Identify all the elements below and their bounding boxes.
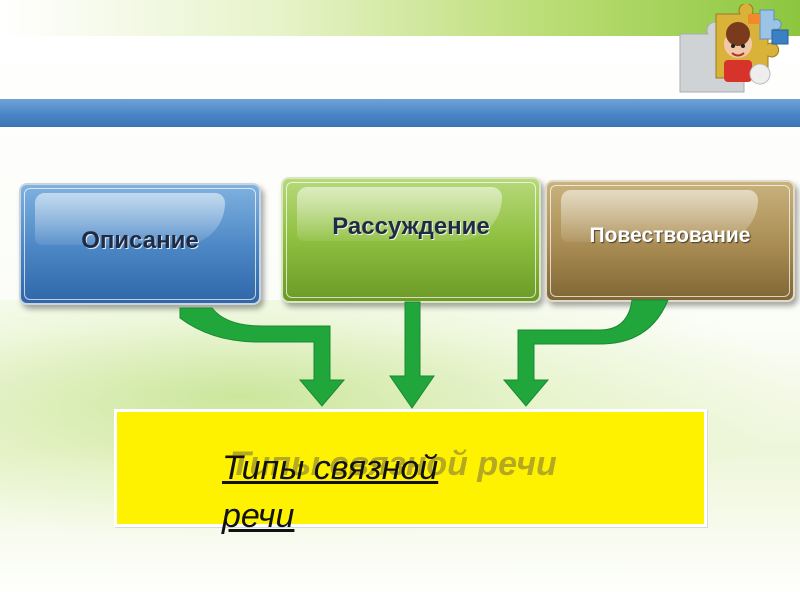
box-povestvovanie: Повествование [545,180,795,302]
arrow-right [502,299,669,407]
box-rassuzhdenie: Рассуждение [281,177,541,303]
top-gradient-band [0,0,800,36]
arrow-left [179,307,346,407]
target-box [114,409,707,527]
box-label-povestvovanie: Повествование [589,224,751,247]
box-gloss [561,190,758,242]
target-title-shadow: Типы связной речи [230,445,557,483]
box-label-rassuzhdenie: Рассуждение [332,213,490,240]
box-label-opisanie: Описание [81,227,199,254]
box-opisanie: Описание [19,183,261,305]
box-gloss [297,187,502,241]
arrow-center [389,301,435,409]
blue-header-bar [0,99,800,127]
target-title: Типы связной речи [222,449,439,535]
box-gloss [35,193,226,245]
puzzle-pieces-icon [679,4,789,93]
